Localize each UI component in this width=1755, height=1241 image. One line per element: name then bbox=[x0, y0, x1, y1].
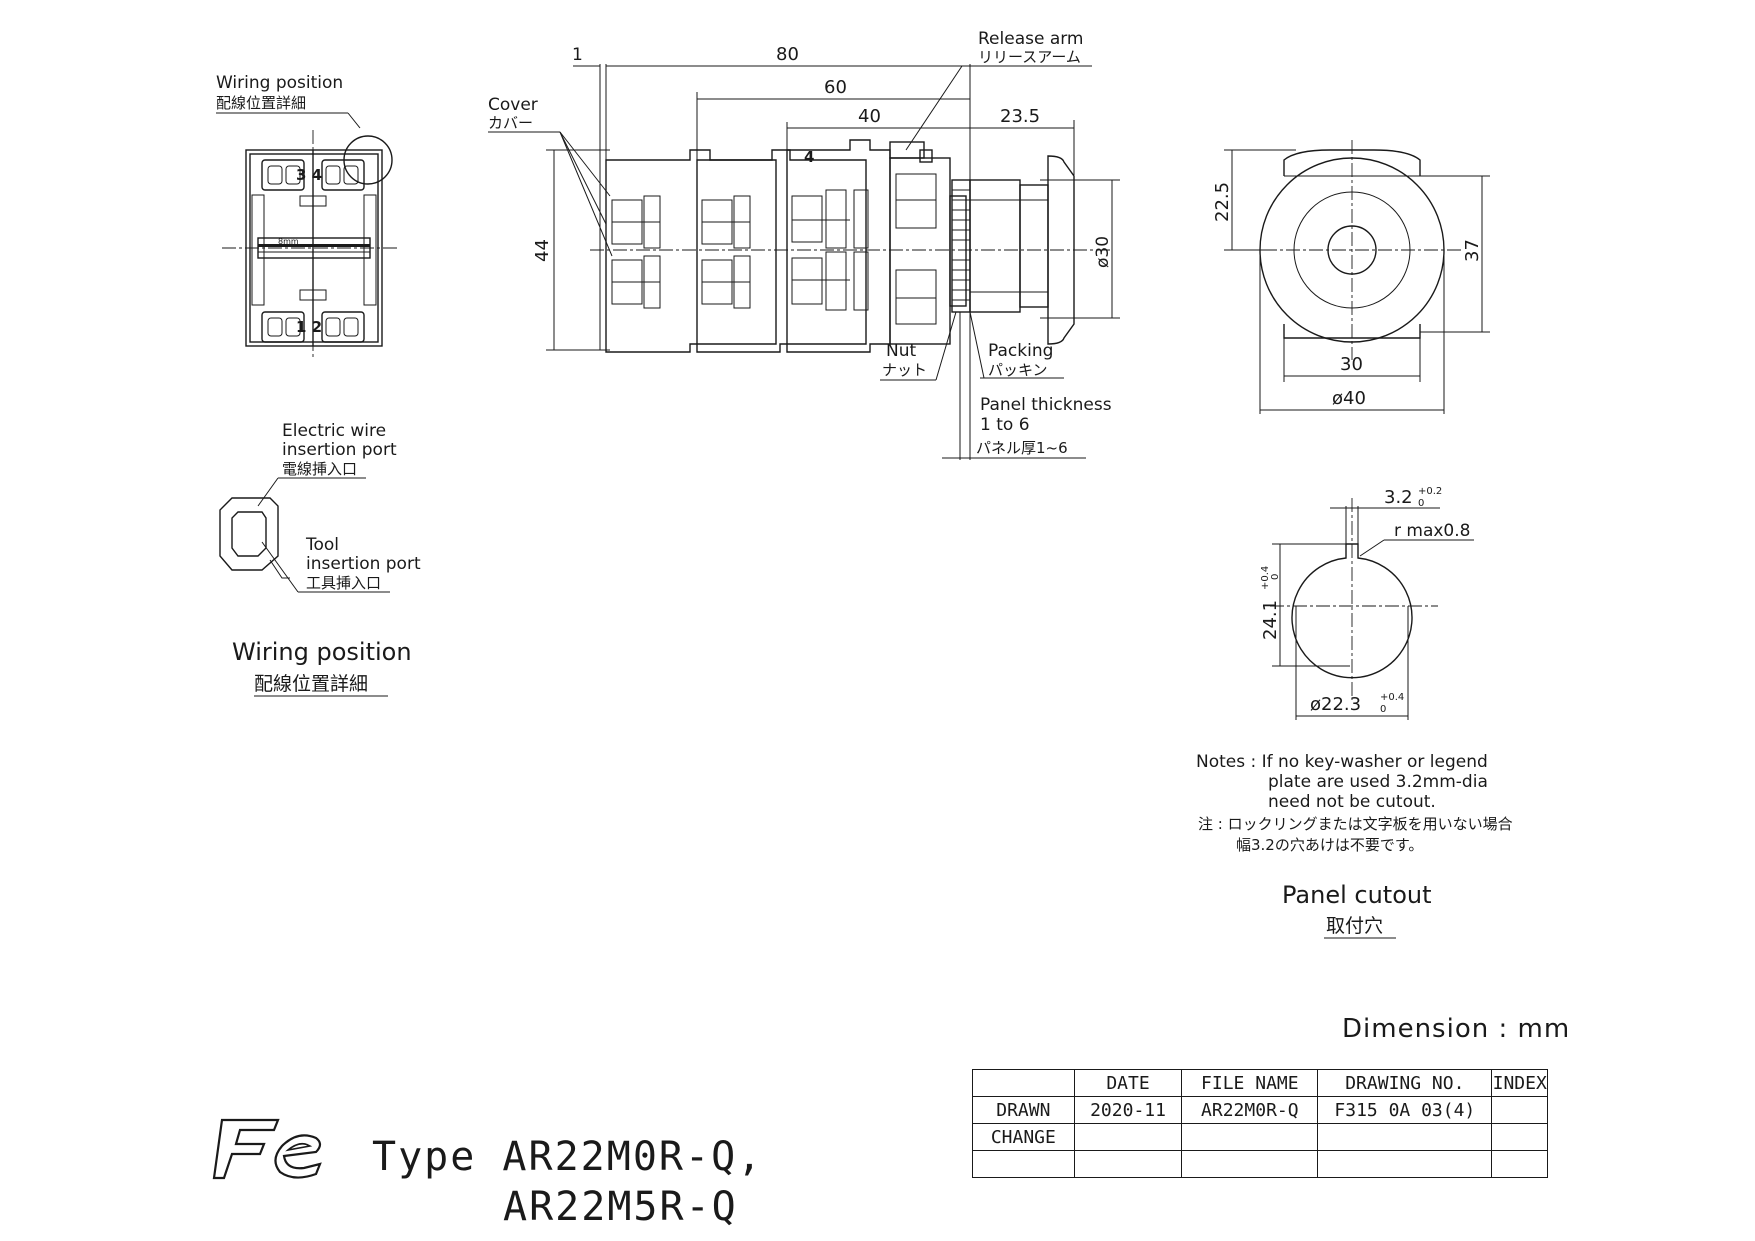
electric-wire-label-ja: 電線挿入口 bbox=[282, 460, 357, 478]
dim-22-3-tol-up: +0.4 bbox=[1380, 692, 1404, 703]
table-cell bbox=[1491, 1123, 1548, 1151]
table-row bbox=[972, 1150, 1548, 1178]
table-cell: FILE NAME bbox=[1181, 1069, 1319, 1097]
table-cell: INDEX bbox=[1491, 1069, 1548, 1097]
table-cell: F315 0A 03(4) bbox=[1317, 1096, 1493, 1124]
note-line-1: Notes : If no key-washer or legend bbox=[1196, 752, 1488, 772]
dimension-unit: Dimension : mm bbox=[1342, 1014, 1571, 1044]
note-line-3: need not be cutout. bbox=[1268, 792, 1436, 812]
tool-label-2: insertion port bbox=[306, 554, 421, 574]
dim-80: 80 bbox=[776, 44, 799, 65]
table-cell bbox=[972, 1150, 1075, 1178]
panel-cutout-view: 3.2 +0.2 0 r max0.8 24.1 +0.4 0 ø22.3 +0… bbox=[1196, 486, 1513, 939]
table-row: CHANGE bbox=[972, 1123, 1548, 1151]
dim-40: 40 bbox=[858, 106, 881, 127]
front-view: 22.5 37 30 ø40 bbox=[1212, 140, 1490, 414]
terminal-block bbox=[222, 130, 398, 360]
contact-module-1 bbox=[605, 149, 777, 353]
dim-60: 60 bbox=[824, 77, 847, 98]
table-cell: 2020-11 bbox=[1073, 1096, 1183, 1124]
packing-label-ja: パッキン bbox=[988, 361, 1048, 379]
note-line-5: 幅3.2の穴あけは不要です。 bbox=[1236, 836, 1423, 854]
dim-1: 1 bbox=[572, 45, 583, 65]
table-cell bbox=[1491, 1096, 1548, 1124]
tool-label-ja: 工具挿入口 bbox=[306, 574, 381, 592]
table-cell bbox=[1181, 1150, 1319, 1178]
cover-label-ja: カバー bbox=[488, 114, 533, 132]
title-block-table: DATE FILE NAME DRAWING NO. INDEX DRAWN 2… bbox=[972, 1069, 1548, 1178]
table-cell bbox=[1073, 1123, 1183, 1151]
dim-phi22-3: ø22.3 bbox=[1310, 694, 1361, 715]
wiring-position-view: Wiring position 配線位置詳細 bbox=[216, 73, 398, 360]
module-number: 4 bbox=[804, 148, 814, 166]
table-cell bbox=[1317, 1123, 1493, 1151]
wire-port-detail: Electric wire insertion port 電線挿入口 Tool … bbox=[219, 421, 421, 697]
wiring-title-ja: 配線位置詳細 bbox=[254, 673, 368, 695]
operator-block bbox=[590, 141, 1110, 345]
table-cell bbox=[1491, 1150, 1548, 1178]
tool-label-1: Tool bbox=[305, 535, 339, 555]
strip-length-label: 8mm bbox=[278, 237, 299, 246]
table-cell bbox=[1073, 1150, 1183, 1178]
dim-37: 37 bbox=[1462, 239, 1483, 262]
release-arm-label-en: Release arm bbox=[978, 29, 1084, 49]
wiring-position-label-ja: 配線位置詳細 bbox=[216, 94, 306, 112]
terminal-label-bottom: 1 2 bbox=[296, 318, 322, 336]
table-cell: DRAWN bbox=[972, 1096, 1075, 1124]
note-line-4: 注 : ロックリングまたは文字板を用いない場合 bbox=[1198, 815, 1513, 833]
dim-3-2-tol-lo: 0 bbox=[1418, 498, 1424, 509]
release-arm-label-ja: リリースアーム bbox=[978, 48, 1081, 66]
dim-23-5: 23.5 bbox=[1000, 106, 1040, 127]
dim-phi40: ø40 bbox=[1332, 388, 1366, 409]
dim-30: 30 bbox=[1340, 354, 1363, 375]
panel-thickness-range: 1 to 6 bbox=[980, 415, 1030, 435]
wiring-position-label-en: Wiring position bbox=[216, 73, 343, 93]
contact-module-3 bbox=[786, 139, 891, 353]
contact-module-2 bbox=[696, 149, 867, 353]
table-cell: DATE bbox=[1073, 1069, 1183, 1097]
packing-label-en: Packing bbox=[988, 341, 1053, 361]
cover-label-en: Cover bbox=[488, 95, 538, 115]
fuji-electric-logo bbox=[212, 1118, 322, 1180]
table-row: DRAWN 2020-11 AR22M0R-Q F315 0A 03(4) bbox=[972, 1096, 1548, 1124]
table-row: DATE FILE NAME DRAWING NO. INDEX bbox=[972, 1069, 1548, 1097]
table-cell bbox=[972, 1069, 1075, 1097]
dim-24-1-tol-lo: 0 bbox=[1270, 574, 1281, 580]
r-max-label: r max0.8 bbox=[1394, 521, 1470, 541]
electric-wire-label-2: insertion port bbox=[282, 440, 397, 460]
panel-thickness-label-en: Panel thickness bbox=[980, 395, 1112, 415]
dim-24-1: 24.1 bbox=[1260, 600, 1281, 640]
table-cell bbox=[1181, 1123, 1319, 1151]
side-view: 1 80 60 40 23.5 44 bbox=[488, 29, 1120, 460]
dim-3-2: 3.2 bbox=[1384, 487, 1413, 508]
dim-22-5: 22.5 bbox=[1212, 182, 1233, 222]
dim-22-3-tol-lo: 0 bbox=[1380, 704, 1386, 715]
dim-44: 44 bbox=[532, 239, 553, 262]
table-cell: DRAWING NO. bbox=[1317, 1069, 1493, 1097]
note-line-2: plate are used 3.2mm-dia bbox=[1268, 772, 1488, 792]
nut-label-ja: ナット bbox=[882, 361, 927, 379]
panel-cutout-title-ja: 取付穴 bbox=[1326, 915, 1383, 937]
nut-label-en: Nut bbox=[886, 341, 916, 361]
dim-phi30: ø30 bbox=[1093, 236, 1113, 268]
electric-wire-label-1: Electric wire bbox=[282, 421, 386, 441]
type-line-2: AR22M5R-Q bbox=[503, 1184, 738, 1230]
table-cell: AR22M0R-Q bbox=[1181, 1096, 1319, 1124]
dim-3-2-tol-up: +0.2 bbox=[1418, 486, 1442, 497]
wiring-title-en: Wiring position bbox=[232, 638, 412, 666]
panel-thickness-label-ja: パネル厚1~6 bbox=[976, 439, 1068, 457]
table-cell: CHANGE bbox=[972, 1123, 1075, 1151]
panel-cutout-title-en: Panel cutout bbox=[1282, 881, 1432, 909]
dim-24-1-tol-up: +0.4 bbox=[1260, 566, 1271, 590]
type-line-1: Type AR22M0R-Q, bbox=[372, 1134, 764, 1180]
terminal-label-top: 3 4 bbox=[296, 166, 322, 184]
table-cell bbox=[1317, 1150, 1493, 1178]
